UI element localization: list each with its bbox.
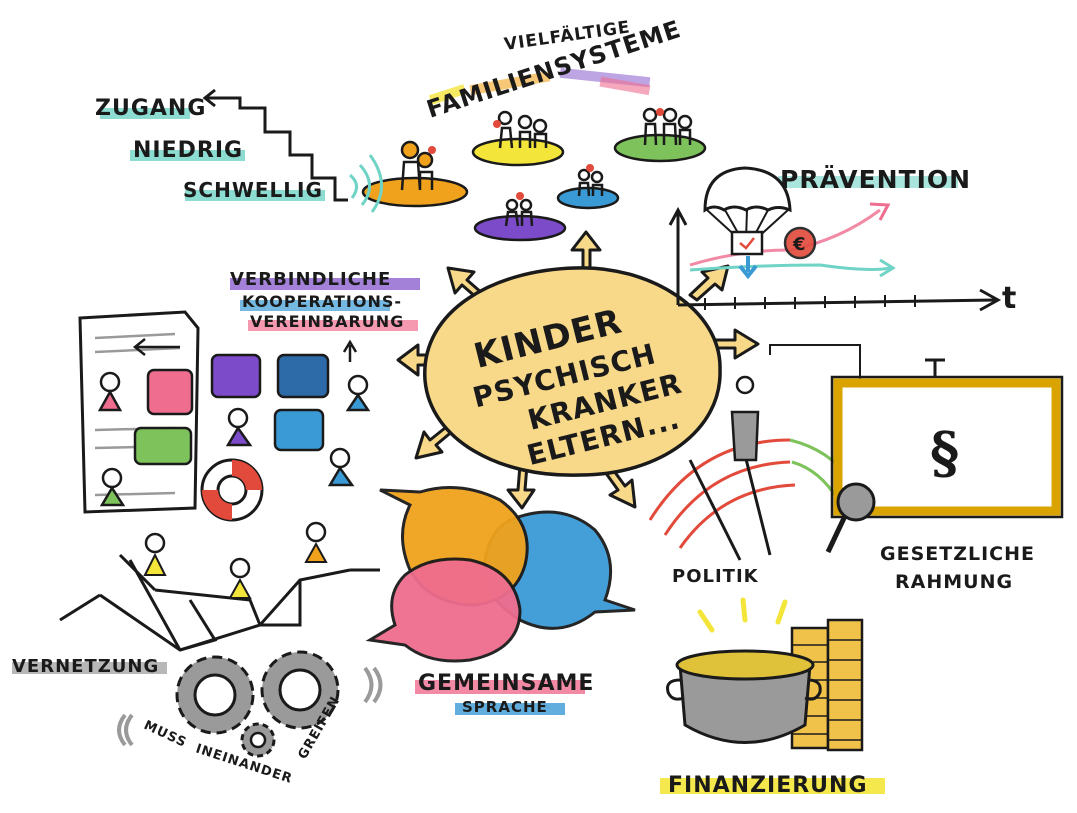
politik-section: POLITIK § GESETZLICHE RAHMUNG: [648, 344, 1064, 593]
stairs-arrow: [205, 96, 348, 202]
politik-label: POLITIK: [672, 566, 759, 587]
puzzle-piece-navy: [276, 353, 330, 399]
time-axis: [677, 298, 996, 307]
praevention-label: PRÄVENTION: [780, 164, 971, 194]
time-axis-t: t: [1002, 281, 1017, 316]
family-group-purple: [473, 192, 567, 242]
puzzle-piece-purple: [210, 353, 262, 399]
svg-text:€: €: [792, 234, 806, 255]
center-topic: KINDER PSYCHISCH KRANKER ELTERN...: [396, 230, 760, 510]
parachute: [703, 166, 792, 213]
lifebuoy-icon: [200, 458, 264, 522]
gemeinsame-label: GEMEINSAME: [418, 671, 594, 696]
zugang-label: ZUGANG: [95, 96, 206, 121]
paragraph-sign: §: [930, 420, 959, 486]
trend-teal: [689, 263, 891, 272]
familiensysteme-section: VIELFÄLTIGE FAMILIENSYSTEME: [361, 15, 707, 242]
niedrig-label: NIEDRIG: [133, 138, 243, 163]
law-frame: [833, 378, 1061, 516]
vernetzung-label: VERNETZUNG: [12, 656, 159, 677]
money-coin-icon: [783, 226, 817, 260]
gears-icon: [175, 650, 340, 758]
center-blob: [423, 266, 722, 477]
family-group-orange: [361, 140, 469, 208]
vernetzung-section: VERNETZUNG MUSS INEINANDER GREIFEN: [12, 521, 383, 787]
arrow-up-right: [688, 264, 730, 302]
sprache-label: SPRACHE: [462, 698, 548, 716]
cooking-pot-icon: [666, 649, 822, 744]
kooperations-label: KOOPERATIONS-: [242, 292, 402, 311]
gemeinsame-sprache-section: GEMEINSAME SPRACHE: [365, 486, 636, 716]
puzzle-piece-green: [133, 426, 193, 466]
kooperation-section: VERBINDLICHE KOOPERATIONS- VEREINBARUNG: [78, 269, 420, 522]
speech-bubble-pink: [365, 557, 522, 663]
family-group-green: [613, 107, 707, 163]
family-group-yellow: [471, 110, 565, 167]
praevention-section: PRÄVENTION t €: [668, 164, 1017, 316]
verbindliche-label: VERBINDLICHE: [230, 269, 391, 290]
muss-label: MUSS: [141, 718, 189, 751]
gesetzliche-label: GESETZLICHE: [880, 543, 1035, 565]
family-group-blue: [556, 164, 620, 210]
rahmung-label: RAHMUNG: [895, 571, 1013, 593]
magnifier-icon: [825, 482, 876, 554]
finanzierung-section: FINANZIERUNG: [660, 597, 885, 798]
zugang-section: ZUGANG NIEDRIG SCHWELLIG: [95, 88, 383, 213]
puzzle-piece-blue: [273, 408, 325, 452]
puzzle-piece-pink: [146, 368, 194, 416]
vereinbarung-label: VEREINBARUNG: [250, 312, 404, 331]
finanzierung-label: FINANZIERUNG: [668, 773, 868, 798]
schwellig-label: SCHWELLIG: [183, 178, 323, 202]
